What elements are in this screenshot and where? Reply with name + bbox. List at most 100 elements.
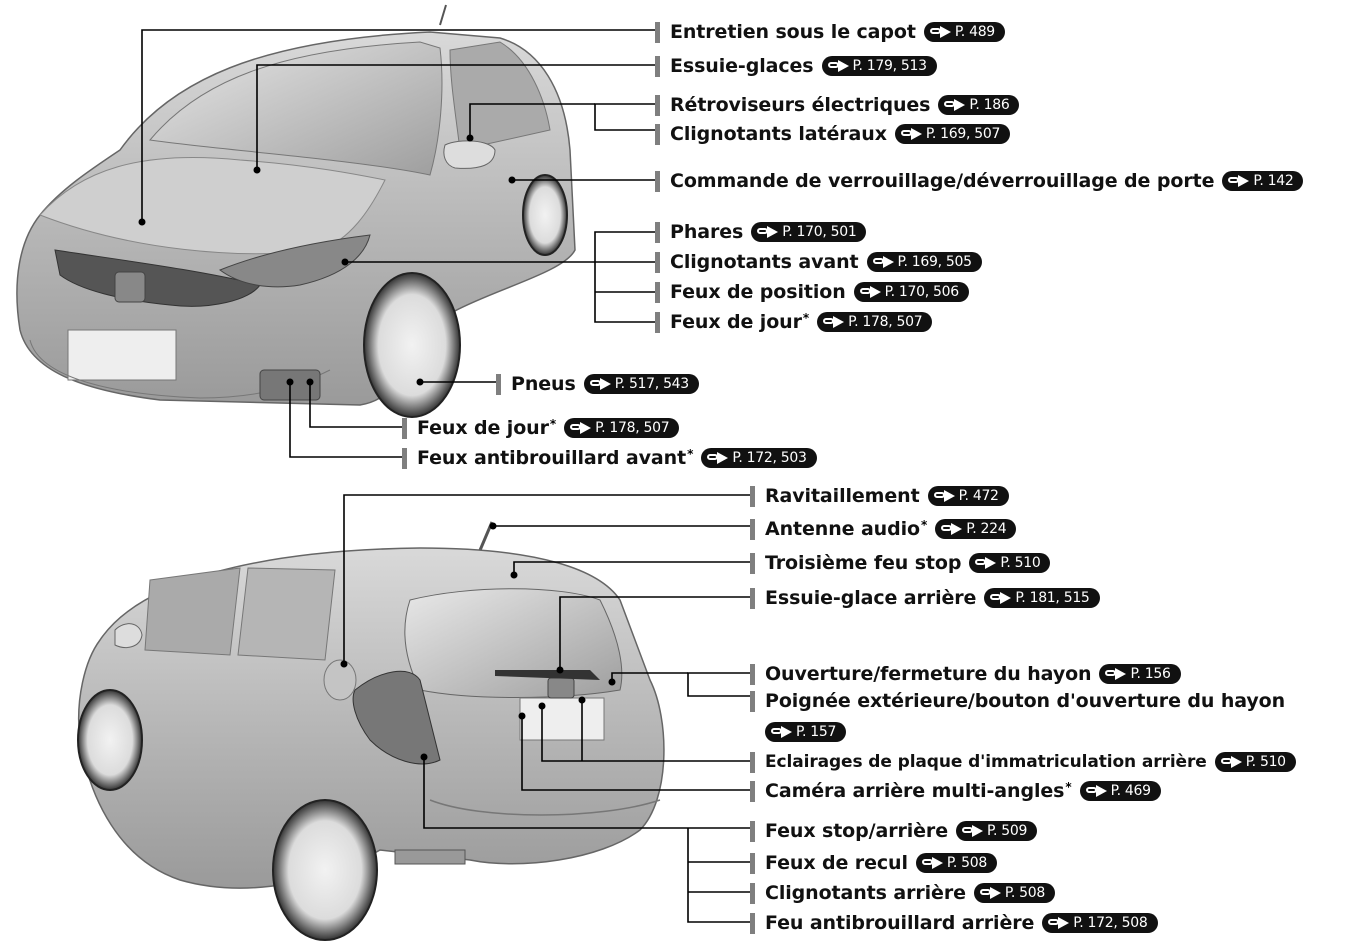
page-ref-text: P. 510 (1000, 555, 1041, 571)
arrow-icon (1048, 917, 1070, 929)
callout-essuie-glaces: Essuie-glaces P. 179, 513 (655, 54, 937, 78)
callout-label: Feux de jour (670, 311, 802, 333)
page-ref-text: P. 509 (987, 823, 1028, 839)
page-ref-link[interactable]: P. 178, 507 (564, 418, 680, 438)
arrow-icon (823, 316, 845, 328)
page-ref-link[interactable]: P. 157 (765, 722, 847, 742)
leader-lines-top (141, 29, 655, 458)
page-ref-link[interactable]: P. 224 (935, 519, 1017, 539)
callout-bar (750, 820, 755, 842)
page-ref-link[interactable]: P. 469 (1079, 781, 1161, 801)
callout-bar (750, 690, 755, 712)
callout-bar (655, 55, 660, 77)
arrow-icon (859, 286, 882, 298)
arrow-icon (900, 128, 923, 140)
callout-label: Clignotants arrière (765, 882, 966, 904)
arrow-icon (1220, 756, 1243, 768)
page-ref-link[interactable]: P. 509 (956, 821, 1038, 841)
arrow-icon (707, 452, 729, 464)
callout-ouverture-hayon: Ouverture/fermeture du hayon P. 156 (750, 662, 1181, 686)
page-ref-text: P. 517, 543 (614, 376, 690, 392)
callout-feux-jour-2: Feux de jour* P. 178, 507 (402, 416, 680, 440)
callout-feux-jour-1: Feux de jour* P. 178, 507 (655, 310, 933, 334)
optional-mark: * (549, 417, 557, 431)
page-ref-link[interactable]: P. 489 (923, 22, 1005, 42)
page-ref-link[interactable]: P. 172, 503 (701, 448, 817, 468)
callout-label: Feux de position (670, 281, 846, 303)
callout-bar (655, 21, 660, 43)
callout-label: Feux stop/arrière (765, 820, 948, 842)
callout-bar (750, 552, 755, 574)
callout-essuie-glace-arriere: Essuie-glace arrière P. 181, 515 (750, 586, 1100, 610)
leader-dots-top (138, 134, 516, 386)
page-ref-link[interactable]: P. 142 (1222, 171, 1304, 191)
arrow-icon (979, 887, 1002, 899)
callout-antibrouillard-arriere: Feu antibrouillard arrière P. 172, 508 (750, 911, 1158, 935)
page-ref-link[interactable]: P. 517, 543 (583, 374, 699, 394)
callout-bar (750, 852, 755, 874)
callout-label: Caméra arrière multi-angles (765, 780, 1065, 802)
callout-bar (750, 587, 755, 609)
callout-clignotants-arriere: Clignotants arrière P. 508 (750, 881, 1055, 905)
arrow-icon (757, 226, 779, 238)
callout-bar (655, 281, 660, 303)
page-ref-link[interactable]: P. 170, 501 (751, 222, 867, 242)
page-ref-text: P. 142 (1253, 173, 1294, 189)
callout-label: Clignotants avant (670, 251, 859, 273)
callout-label: Feux de recul (765, 852, 908, 874)
callout-feux-stop: Feux stop/arrière P. 509 (750, 819, 1038, 843)
callout-entretien: Entretien sous le capot P. 489 (655, 20, 1005, 44)
page-ref-text: P. 508 (946, 855, 987, 871)
arrow-icon (921, 857, 944, 869)
callout-label: Troisième feu stop (765, 552, 962, 574)
callout-camera-arriere: Caméra arrière multi-angles* P. 469 (750, 779, 1161, 803)
page-ref-link[interactable]: P. 172, 508 (1042, 913, 1158, 933)
callout-label: Feux antibrouillard avant (417, 447, 687, 469)
arrow-icon (1228, 175, 1250, 187)
callout-bar (750, 485, 755, 507)
page-ref-link[interactable]: P. 170, 506 (853, 282, 969, 302)
page-ref-text: P. 186 (969, 97, 1010, 113)
callout-label: Eclairages de plaque d'immatriculation a… (765, 752, 1207, 772)
callout-label: Commande de verrouillage/déverrouillage … (670, 170, 1215, 192)
page-ref-link[interactable]: P. 181, 515 (984, 588, 1100, 608)
page-ref-text: P. 179, 513 (852, 58, 928, 74)
page-ref-link[interactable]: P. 178, 507 (817, 312, 933, 332)
arrow-icon (872, 256, 895, 268)
page-ref-link[interactable]: P. 510 (1214, 752, 1296, 772)
page-ref-text: P. 472 (958, 488, 999, 504)
page-ref-link[interactable]: P. 508 (973, 883, 1055, 903)
callout-ravitaillement: Ravitaillement P. 472 (750, 484, 1009, 508)
callout-poignee-exterieure: Poignée extérieure/bouton d'ouverture du… (750, 689, 1285, 713)
page-ref-link[interactable]: P. 156 (1099, 664, 1181, 684)
page-ref-link[interactable]: P. 510 (969, 553, 1051, 573)
arrow-icon (570, 422, 592, 434)
arrow-icon (1105, 668, 1127, 680)
page-ref-text: P. 156 (1130, 666, 1171, 682)
page-ref-link[interactable]: P. 169, 507 (894, 124, 1011, 144)
page-ref-text: P. 172, 503 (732, 450, 807, 466)
callout-label: Antenne audio (765, 518, 920, 540)
page-ref-link[interactable]: P. 179, 513 (821, 56, 937, 76)
page-ref-text: P. 172, 508 (1073, 915, 1148, 931)
page-ref-text: P. 170, 506 (884, 284, 960, 300)
page-ref-text: P. 178, 507 (848, 314, 923, 330)
page-ref-link[interactable]: P. 186 (938, 95, 1020, 115)
callout-bar (750, 912, 755, 934)
page-ref-link[interactable]: P. 472 (927, 486, 1009, 506)
callout-clignotants-lateraux: Clignotants latéraux P. 169, 507 (655, 122, 1011, 146)
callout-antenne-audio: Antenne audio* P. 224 (750, 517, 1017, 541)
callout-bar (750, 663, 755, 685)
callout-pneus: Pneus P. 517, 543 (496, 372, 699, 396)
page-ref-text: P. 510 (1245, 754, 1286, 770)
page-ref-link[interactable]: P. 508 (915, 853, 997, 873)
arrow-icon (975, 557, 997, 569)
page-ref-link[interactable]: P. 169, 505 (866, 252, 982, 272)
page-ref-text: P. 157 (796, 724, 837, 740)
page-ref-text: P. 178, 507 (595, 420, 670, 436)
callout-bar (655, 221, 660, 243)
optional-mark: * (687, 447, 694, 461)
callout-bar (496, 373, 501, 395)
arrow-icon (589, 378, 612, 390)
